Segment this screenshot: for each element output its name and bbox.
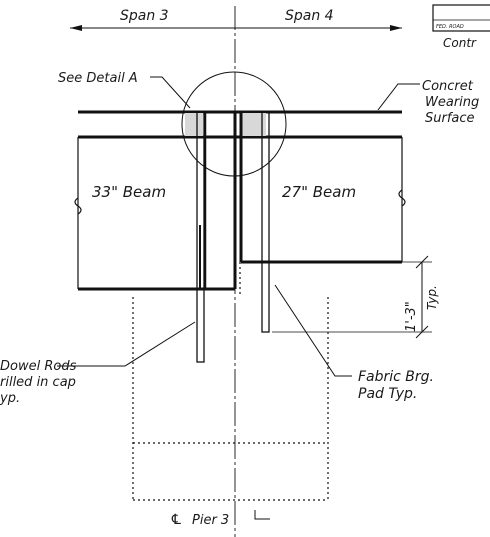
wearing-surface-label-3: Surface [425,111,475,126]
fabric-pad-label-2: Pad Typ. [358,386,417,402]
pier-3-label: Pier 3 [192,513,229,528]
beam-33-span-3 [77,112,237,291]
leaders [57,76,420,520]
dowel-rods-label-3: yp. [0,391,20,406]
pier-centerline-symbol: ℄ [170,512,183,528]
detail-a-circle [181,71,287,177]
dowel-rods-label-1: Dowel Rods [0,359,77,374]
arrow-right-icon [390,25,402,31]
dowel-rod-left [196,111,205,363]
break-symbol-right-icon [398,189,406,207]
dimension-1-3: 1'-3" Typ. [272,255,439,339]
dimension-value: 1'-3" [404,301,419,332]
beam-33-label: 33" Beam [92,183,166,201]
dowel-rods [196,111,270,363]
pier-cap-outline [132,262,329,501]
span-3-label: Span 3 [120,8,169,24]
joint-fill-center [242,113,266,136]
joint-fill-left [185,113,203,136]
beam-27-label: 27" Beam [282,183,356,201]
wearing-surface-label-2: Wearing [425,95,479,110]
span-dimension: Span 3 Span 4 [70,8,402,31]
title-block-caption: Contr [443,36,477,50]
dowel-rod-right [261,111,270,333]
see-detail-a-label: See Detail A [58,71,138,86]
dimension-note: Typ. [425,285,439,310]
wearing-surface-label-1: Concret [422,79,474,94]
dowel-rods-label-2: rilled in cap [0,375,76,390]
span-4-label: Span 4 [285,8,334,24]
break-symbol-left-icon [74,197,82,215]
arrow-left-icon [70,25,82,31]
fabric-pad-label-1: Fabric Brg. [358,369,434,385]
title-block-tag: FED. ROAD [436,24,464,30]
title-block: FED. ROAD Contr [432,4,490,50]
